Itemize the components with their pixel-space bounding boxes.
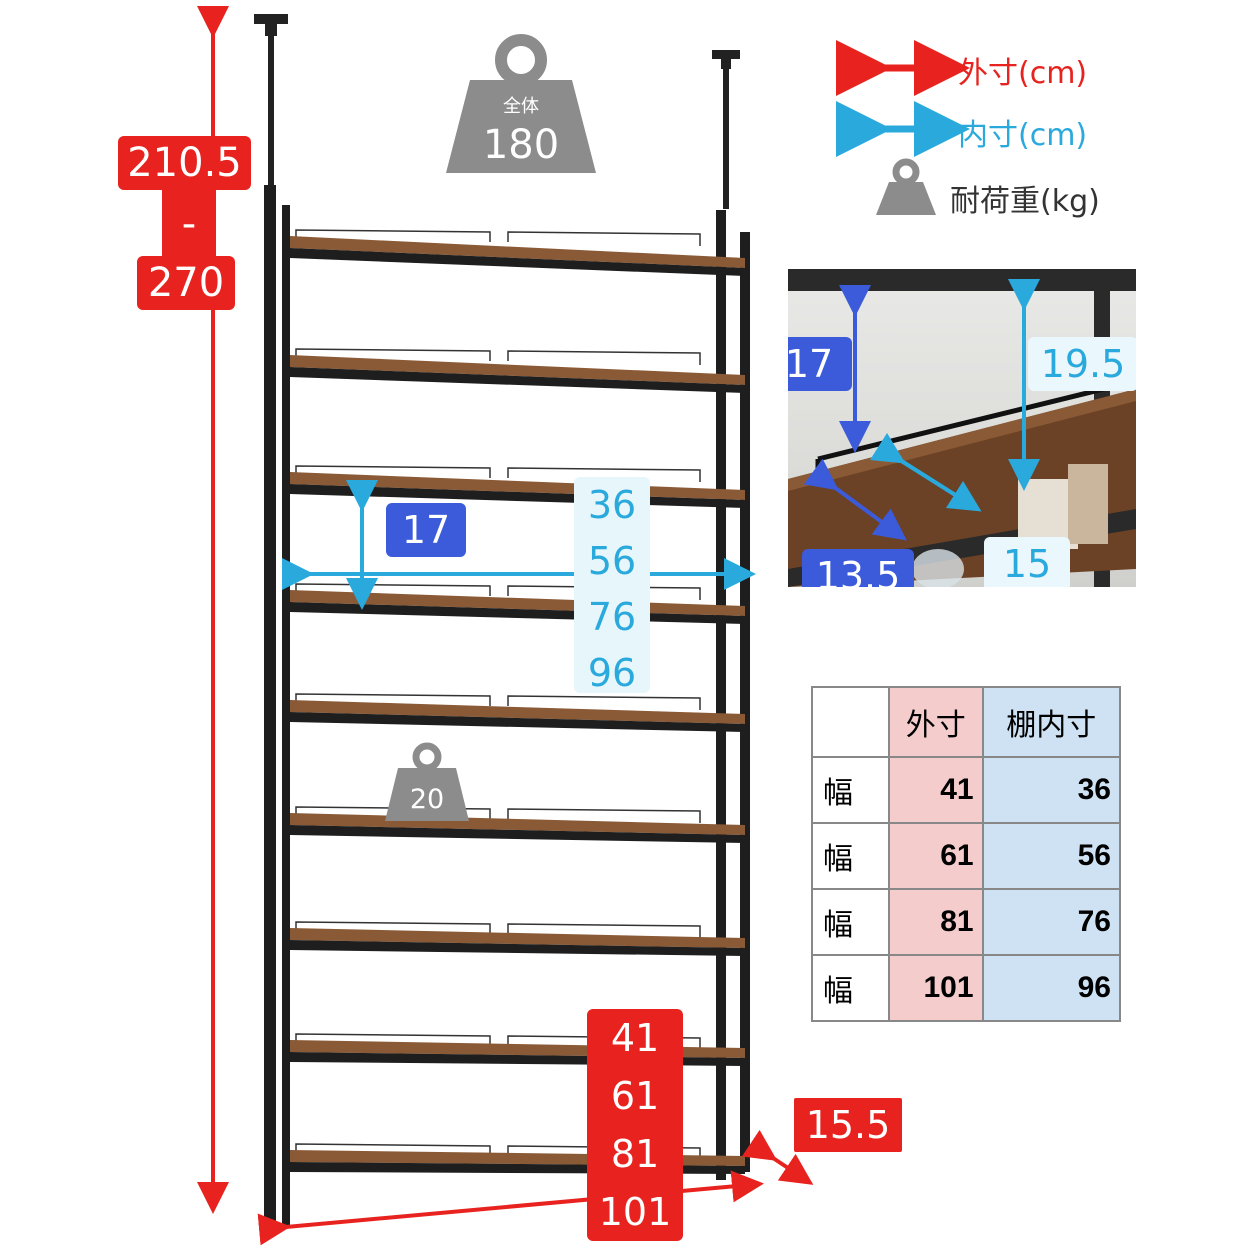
shelf-board — [290, 465, 745, 508]
legend-inner-text: 内寸(cm) — [958, 118, 1088, 153]
outer-widths-label: 41 61 81 101 — [587, 1009, 683, 1241]
detail-right-height-label: 19.5 — [1028, 337, 1136, 391]
tension-rod-right — [712, 50, 740, 209]
legend-weight-icon — [876, 158, 936, 215]
inner-width-cell: 36 — [981, 756, 1122, 824]
height-label: 210.5 — [118, 136, 251, 190]
total-weight-value: 180 — [482, 122, 560, 168]
outer-width-value: 81 — [610, 1132, 660, 1176]
detail-depth-a-label: 13.5 — [802, 549, 914, 587]
shelf-detail-photo: 17 19.5 13.5 15 — [788, 269, 1136, 587]
shelf-gap-label: 17 — [386, 503, 466, 557]
table-header-inner: 棚内寸 — [981, 686, 1122, 758]
detail-drawing — [788, 269, 1136, 587]
table-header-outer: 外寸 — [888, 686, 984, 758]
outer-width-cell: 81 — [888, 888, 984, 956]
detail-depth-b-arrow — [869, 432, 982, 512]
inner-width-value: 56 — [587, 539, 637, 583]
outer-width-value: 41 — [610, 1016, 660, 1060]
inner-width-value: 96 — [587, 651, 637, 695]
detail-depth-b-label: 15 — [984, 537, 1070, 587]
table-row: 幅 61 56 — [811, 822, 1122, 890]
table-row: 幅 41 36 — [811, 756, 1122, 824]
table-row: 幅 101 96 — [811, 954, 1122, 1022]
shelf-board — [290, 693, 745, 732]
height-label-min: 270 — [137, 256, 235, 310]
inner-width-value: 36 — [587, 483, 637, 527]
outer-width-cell: 61 — [888, 822, 984, 890]
size-table-header: 外寸 棚内寸 — [811, 686, 1122, 758]
row-label: 幅 — [811, 954, 890, 1022]
outer-width-value: 61 — [610, 1074, 660, 1118]
row-label: 幅 — [811, 822, 890, 890]
shelf-weight-icon — [385, 742, 469, 821]
shelf-weight-value: 20 — [409, 784, 445, 815]
outer-width-cell: 41 — [888, 756, 984, 824]
shelf-board — [290, 348, 745, 393]
shelf-board — [290, 583, 745, 624]
frame — [264, 185, 750, 1225]
legend-outer-text: 外寸(cm) — [958, 56, 1088, 91]
depth-arrow — [741, 1129, 814, 1185]
table-corner — [811, 686, 890, 758]
height-separator: - — [162, 190, 216, 258]
depth-label: 15.5 — [794, 1098, 902, 1152]
detail-left-height-label: 17 — [788, 337, 852, 391]
inner-widths-label: 36 56 76 96 — [574, 477, 650, 695]
shelf-board — [290, 806, 745, 843]
total-weight-icon — [446, 34, 596, 173]
detail-depth-a-arrow — [803, 458, 907, 541]
inner-width-value: 76 — [587, 595, 637, 639]
outer-width-value: 101 — [598, 1190, 672, 1234]
row-label: 幅 — [811, 756, 890, 824]
inner-width-cell: 56 — [981, 822, 1122, 890]
table-row: 幅 81 76 — [811, 888, 1122, 956]
outer-width-cell: 101 — [888, 954, 984, 1022]
shelf-board — [290, 229, 745, 276]
inner-width-cell: 76 — [981, 888, 1122, 956]
inner-width-cell: 96 — [981, 954, 1122, 1022]
total-weight-label: 全体 — [503, 96, 539, 117]
legend-load-text: 耐荷重(kg) — [950, 184, 1100, 219]
tension-rod-left — [254, 14, 288, 186]
row-label: 幅 — [811, 888, 890, 956]
size-table: 外寸 棚内寸 幅 41 36 幅 61 56 幅 81 76 幅 101 96 — [811, 686, 1122, 1022]
shelf-board — [290, 921, 745, 956]
